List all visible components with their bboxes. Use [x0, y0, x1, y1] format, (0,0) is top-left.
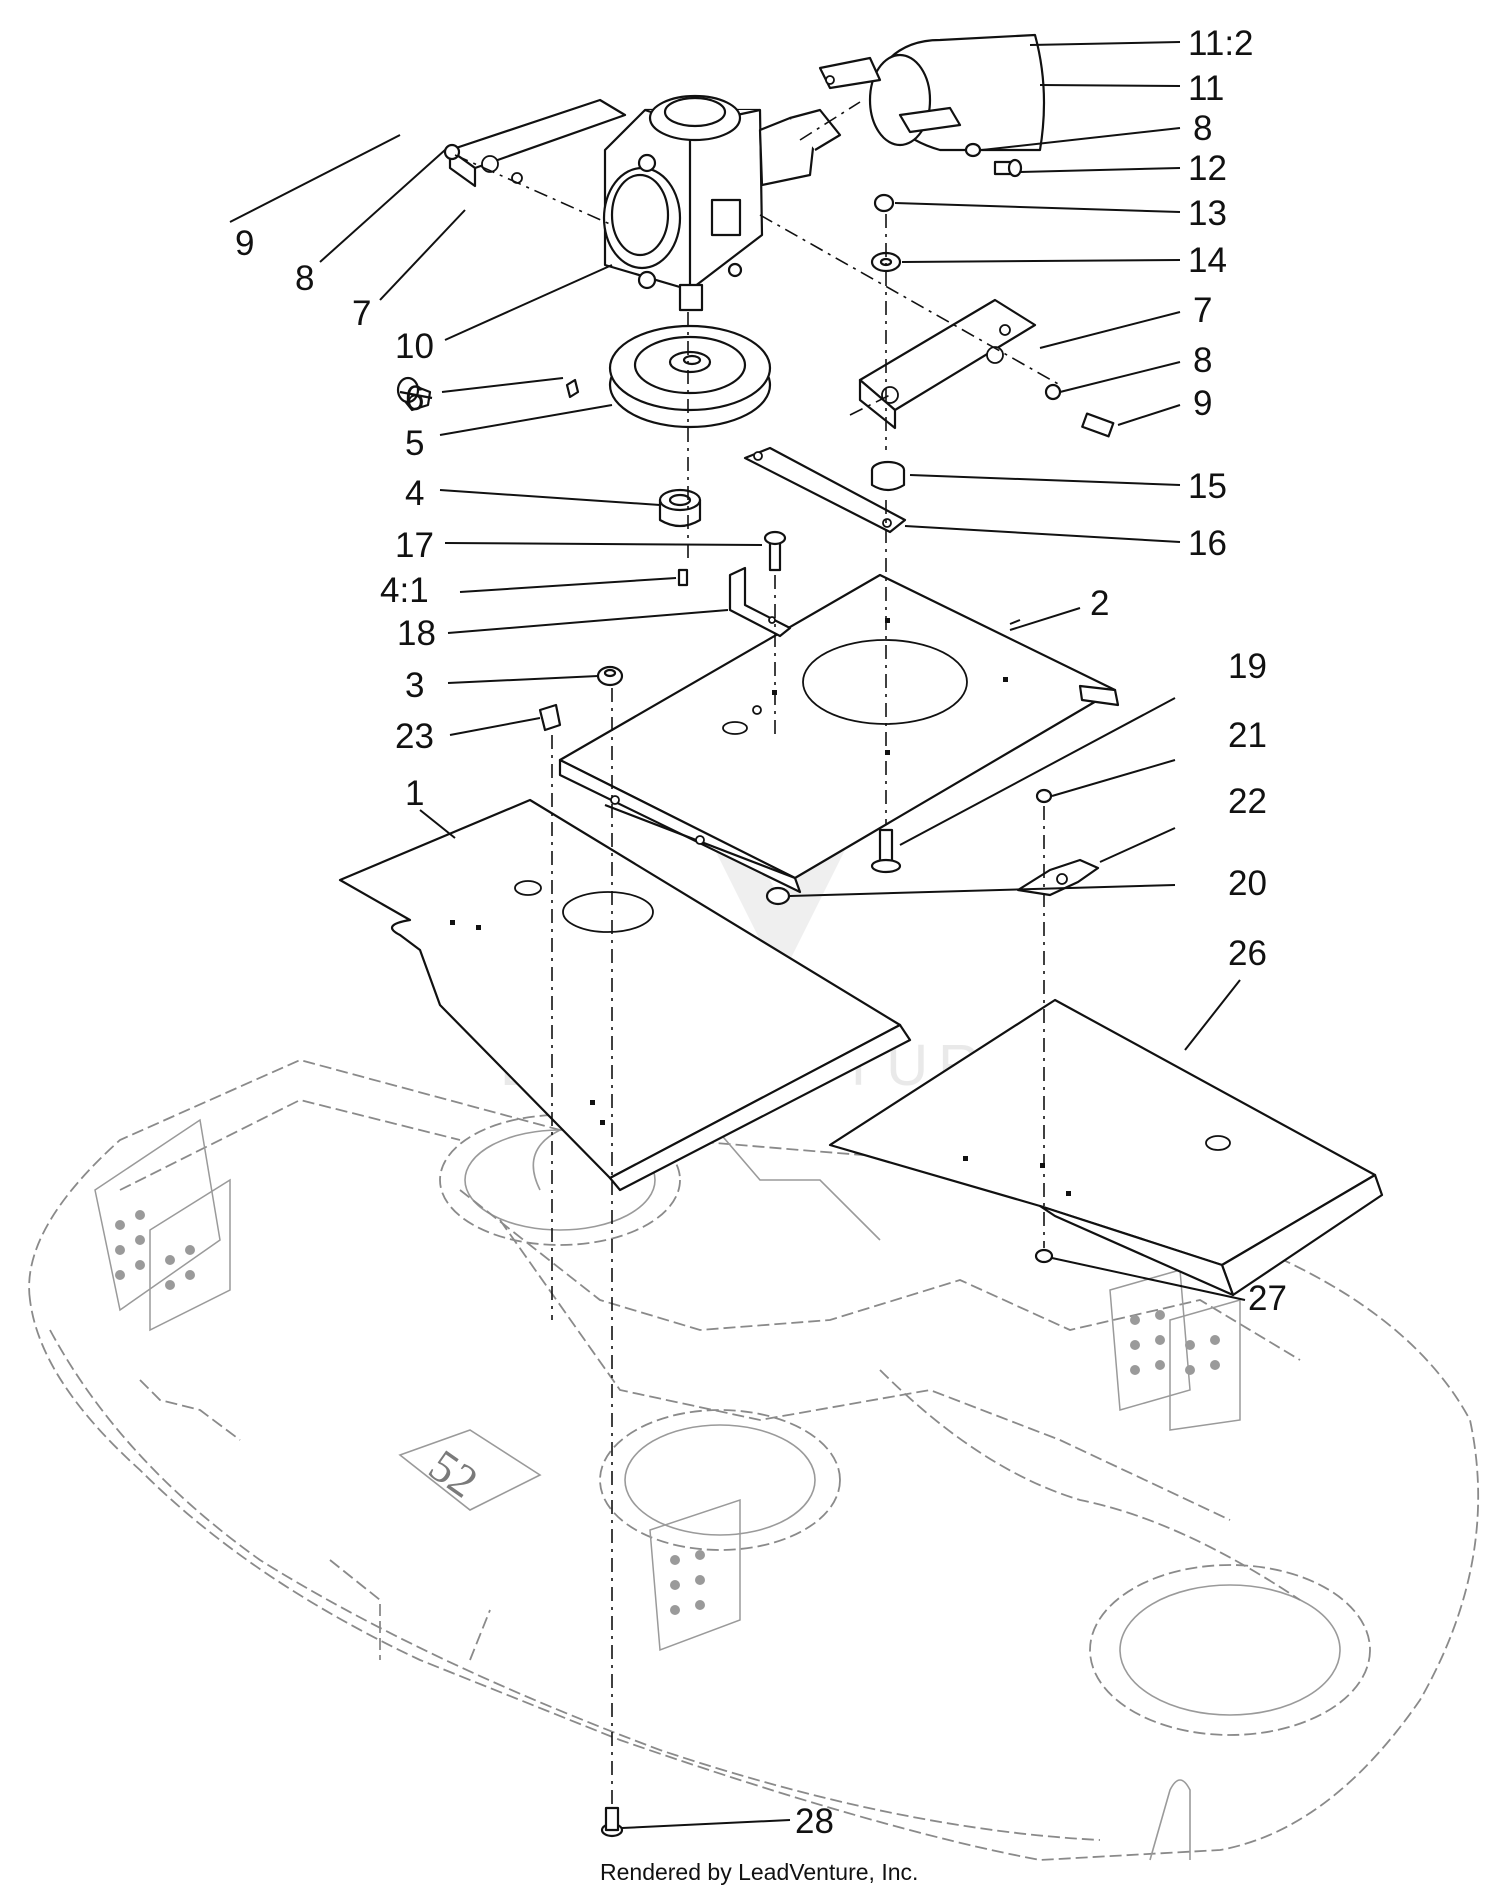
mount-bracket-left: [448, 98, 627, 188]
callout-6: 6: [405, 379, 424, 418]
callout-26: 26: [1228, 934, 1267, 973]
gearbox-shield: [818, 33, 1046, 152]
callout-20: 20: [1228, 864, 1267, 903]
assembly-centerlines: [454, 101, 1061, 1805]
callout-16: 16: [1188, 524, 1227, 563]
deck-cover-right: [828, 998, 1384, 1297]
hardware: [396, 142, 1115, 1838]
rendered-by-credit: Rendered by LeadVenture, Inc.: [600, 1859, 918, 1885]
pulley: [608, 324, 772, 429]
callout-9-b: 9: [235, 224, 254, 263]
callout-19: 19: [1228, 647, 1267, 686]
callouts: 11:2 11 8 12 13 14 7 8 9 15 16 2 19 21 2…: [235, 24, 1287, 1841]
callout-23: 23: [395, 717, 434, 756]
callout-27: 27: [1248, 1279, 1287, 1318]
callout-18: 18: [397, 614, 436, 653]
callout-7-b: 7: [352, 294, 371, 333]
callout-21: 21: [1228, 716, 1267, 755]
callout-17: 17: [395, 526, 434, 565]
callout-3: 3: [405, 666, 424, 705]
small-bracket: [728, 566, 792, 638]
belt-guide-bracket: [743, 446, 907, 534]
callout-8-a: 8: [1193, 109, 1212, 148]
deck-size-decal: 52: [420, 1439, 487, 1507]
callout-12: 12: [1188, 149, 1227, 188]
callout-2: 2: [1090, 584, 1109, 623]
callout-11-2: 11:2: [1188, 24, 1254, 63]
callout-10: 10: [395, 327, 434, 366]
mount-bracket-right: [858, 298, 1037, 430]
callout-14: 14: [1188, 241, 1227, 280]
gearbox: [602, 94, 842, 312]
callout-8-c: 8: [295, 259, 314, 298]
deck-cover-left: [338, 798, 912, 1192]
mounting-plate: [558, 573, 1120, 894]
callout-13: 13: [1188, 194, 1227, 233]
callout-1: 1: [405, 774, 424, 813]
callout-7-a: 7: [1193, 291, 1212, 330]
callout-5: 5: [405, 424, 424, 463]
callout-4: 4: [405, 474, 424, 513]
callout-4-1: 4:1: [380, 571, 429, 610]
callout-22: 22: [1228, 782, 1267, 821]
callout-15: 15: [1188, 467, 1227, 506]
callout-11: 11: [1188, 69, 1224, 108]
callout-28: 28: [795, 1802, 834, 1841]
callout-8-b: 8: [1193, 341, 1212, 380]
callout-9-a: 9: [1193, 384, 1212, 423]
leader-lines: [229, 41, 1246, 1829]
